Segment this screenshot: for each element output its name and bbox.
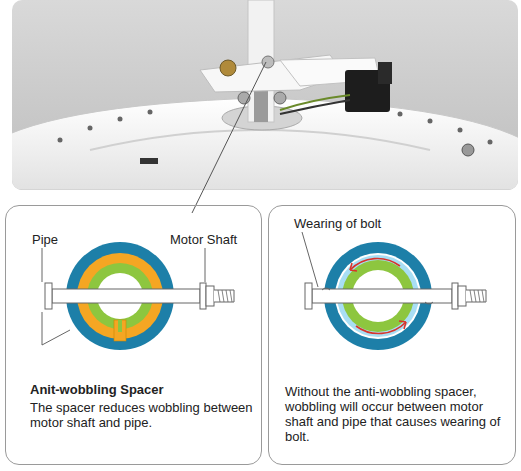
no-spacer-cross-section [302, 232, 486, 350]
panel-box: Without the anti-wobbling spacer, wobbli… [268, 205, 516, 465]
spacer-cross-section [42, 242, 234, 350]
part-label: Motor Shaft [168, 232, 239, 247]
panel-heading: Anit-wobbling Spacer [30, 382, 255, 397]
panel-text: Without the anti-wobbling spacer, wobbli… [285, 384, 507, 444]
panel-text: The spacer reduces wobbling between moto… [30, 400, 255, 430]
fan-photo [12, 0, 518, 190]
part-label: Pipe [30, 232, 60, 247]
part-label: Wearing of bolt [292, 216, 383, 231]
